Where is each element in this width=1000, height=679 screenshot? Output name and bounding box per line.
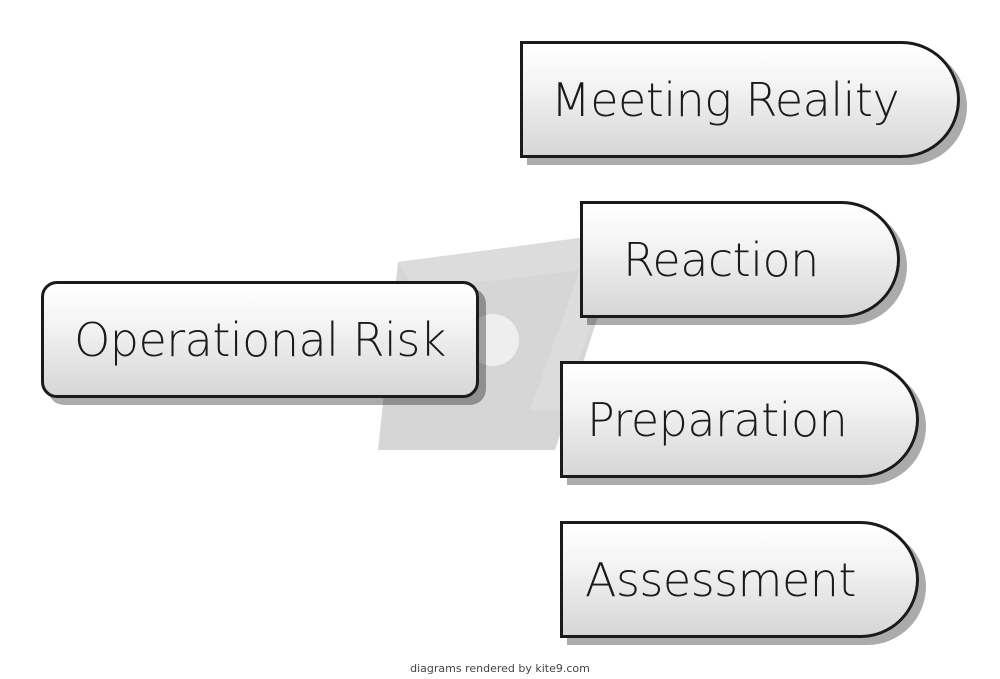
node-label: Meeting Reality [551,72,900,127]
node-meeting-reality: Meeting Reality [520,41,960,158]
node-label: Assessment [585,552,856,607]
node-label: Operational Risk [74,312,446,367]
node-label: Preparation [587,392,848,447]
node-label: Reaction [623,232,819,287]
node-reaction: Reaction [580,201,900,318]
node-preparation: Preparation [560,361,919,478]
node-operational-risk: Operational Risk [41,281,479,398]
footer-credit: diagrams rendered by kite9.com [410,662,590,675]
node-assessment: Assessment [560,521,919,638]
